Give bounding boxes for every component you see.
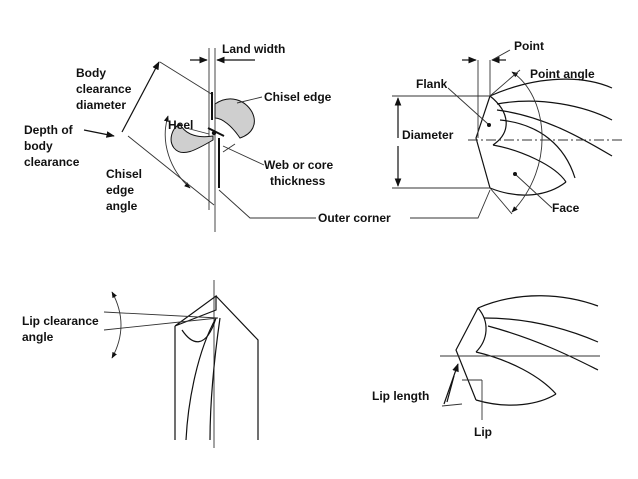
lip-label: Lip [474, 425, 492, 439]
lip-clearance-view [103, 280, 259, 448]
chisel-edge-angle-label: Chisel edge angle [106, 167, 145, 213]
point-label: Point [514, 39, 544, 53]
heel-label: Heel [168, 118, 193, 132]
chisel-edge-label: Chisel edge [264, 90, 332, 104]
land-width-label: Land width [222, 42, 285, 56]
lip-clearance-angle-label: Lip clearance angle [22, 314, 102, 344]
body-clearance-diameter-label: Body clearance diameter [76, 66, 135, 112]
lip-length-label: Lip length [372, 389, 429, 403]
drill-side-view [392, 49, 622, 219]
lip-length-view [440, 295, 600, 420]
labels: Land width Body clearance diameter Depth… [22, 39, 595, 439]
drill-end-view [83, 48, 316, 232]
point-angle-label: Point angle [530, 67, 595, 81]
web-or-core-thickness-label: Web or core thickness [264, 158, 336, 188]
flank-label: Flank [416, 77, 448, 91]
outer-corner-label: Outer corner [318, 211, 391, 225]
diameter-label: Diameter [402, 128, 454, 142]
depth-of-body-clearance-label: Depth of body clearance [24, 123, 80, 169]
face-label: Face [552, 201, 580, 215]
